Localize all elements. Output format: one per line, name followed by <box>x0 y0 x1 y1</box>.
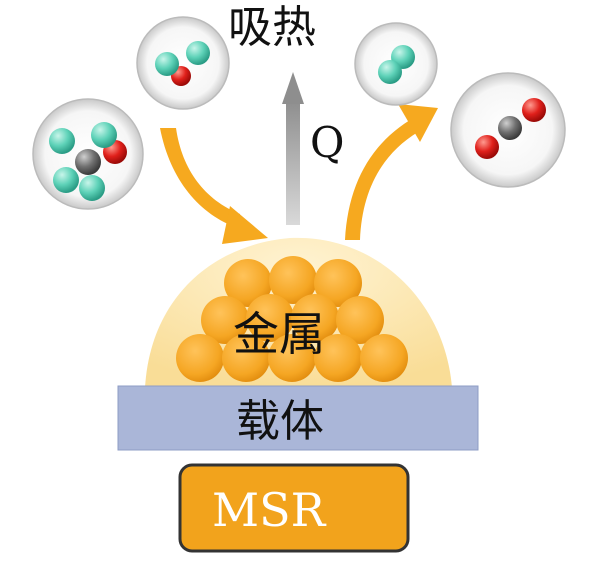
metal-label: 金属 <box>233 307 325 361</box>
metal-sphere <box>314 259 362 307</box>
metal-sphere <box>291 294 339 342</box>
metal-sphere <box>246 294 294 342</box>
metal-sphere <box>176 334 224 382</box>
support-bar <box>117 385 479 451</box>
msr-label: MSR <box>212 483 326 537</box>
metal-sphere <box>201 296 249 344</box>
metal-particles <box>176 256 408 382</box>
metal-sphere <box>336 296 384 344</box>
metal-sphere <box>360 334 408 382</box>
metal-sphere <box>314 334 362 382</box>
heat-label: Q <box>310 118 345 167</box>
metal-sphere <box>224 259 272 307</box>
heat-arrow <box>282 72 304 225</box>
msr-box <box>178 463 410 553</box>
methanol-molecule-icon <box>32 98 144 210</box>
endothermic-label: 吸热 <box>228 2 316 53</box>
metal-sphere <box>222 334 270 382</box>
hydrogen-molecule-icon <box>354 22 438 106</box>
carbon-dioxide-molecule-icon <box>450 72 566 188</box>
support-label: 载体 <box>236 396 324 447</box>
metal-sphere <box>268 334 316 382</box>
reactant-arrow <box>160 128 268 244</box>
product-arrow <box>345 104 438 240</box>
water-molecule-icon <box>136 16 230 110</box>
metal-sphere <box>269 256 317 304</box>
